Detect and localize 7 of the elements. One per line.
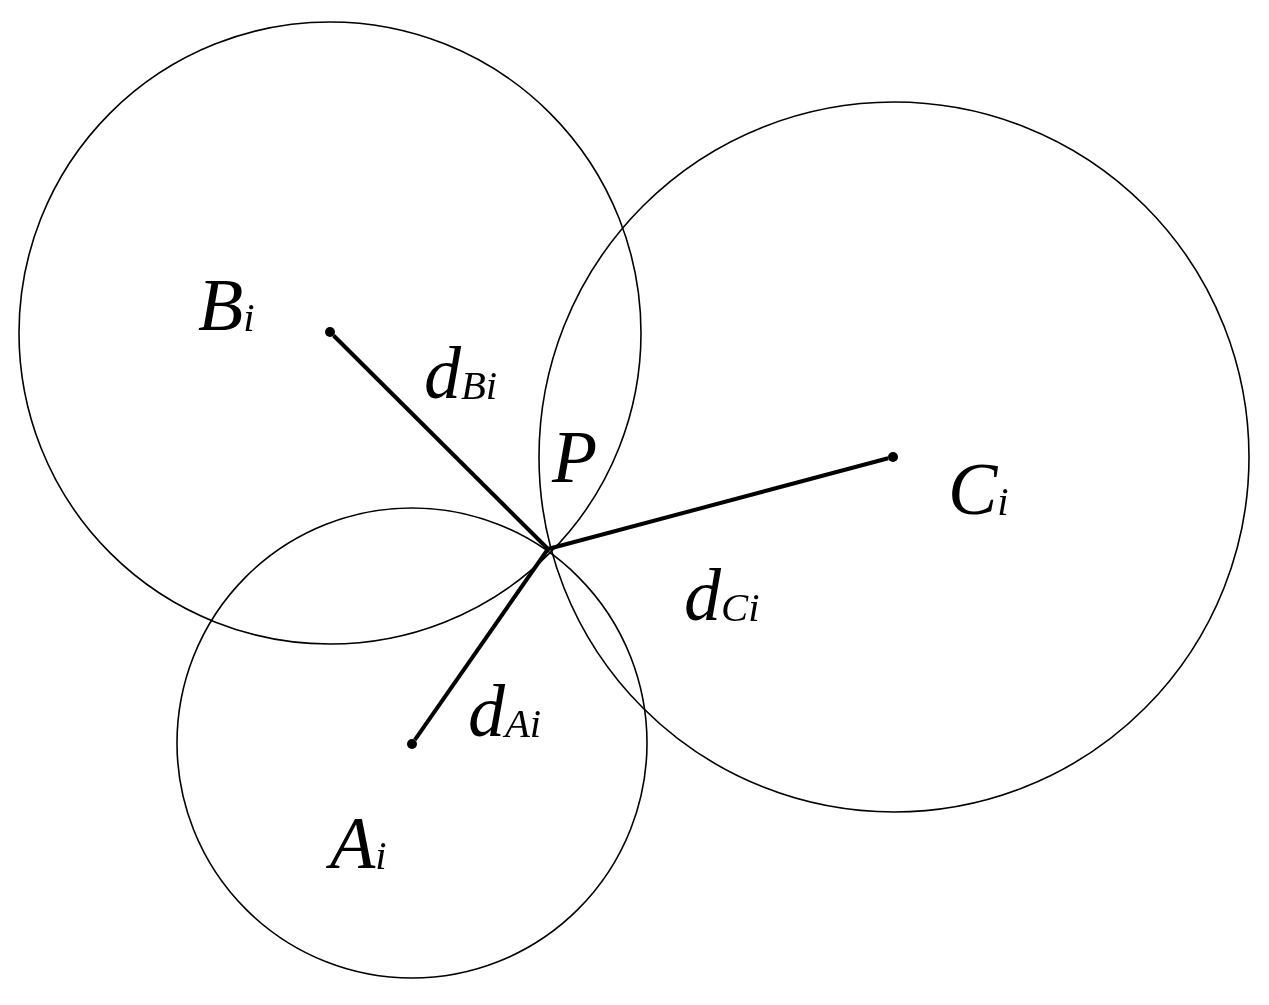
- center-point: [407, 739, 417, 749]
- radius-line: [413, 547, 550, 742]
- point-label: P: [552, 420, 598, 494]
- center-point: [888, 452, 898, 462]
- radius-line: [332, 334, 550, 551]
- center-point: [325, 327, 335, 337]
- radius-line: [547, 456, 889, 551]
